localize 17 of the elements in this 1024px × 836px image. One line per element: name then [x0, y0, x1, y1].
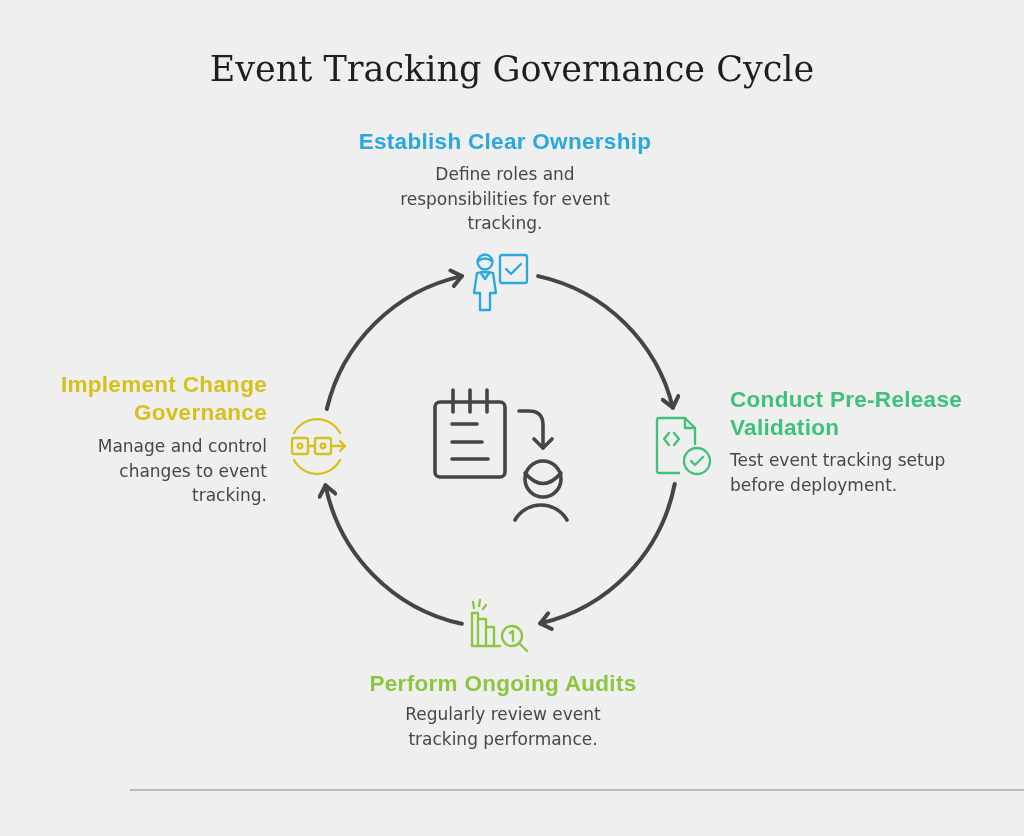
code-file-check-icon [655, 416, 713, 476]
step-description: Define roles and responsibilities for event tracking. [399, 163, 611, 235]
arrow [538, 482, 677, 631]
arrow [536, 274, 680, 410]
step-description: Test event tracking setup before deployment. [730, 449, 947, 497]
step-description: Manage and control changes to event tracking. [96, 435, 267, 507]
step-heading: Perform Ongoing Audits [368, 670, 638, 698]
linked-squares-arrow-icon [289, 417, 349, 477]
step-heading: Implement Change Governance [59, 371, 267, 427]
step-heading: Conduct Pre-Release Validation [730, 386, 964, 442]
diagram-title: Event Tracking Governance Cycle [208, 48, 816, 91]
step-description: Regularly review event tracking performance. [404, 703, 602, 751]
arrow [318, 483, 464, 626]
person-checklist-icon [470, 252, 530, 312]
arrow [324, 269, 464, 411]
notepad-arrow-person-icon [430, 386, 572, 524]
step-heading: Establish Clear Ownership [357, 128, 653, 156]
